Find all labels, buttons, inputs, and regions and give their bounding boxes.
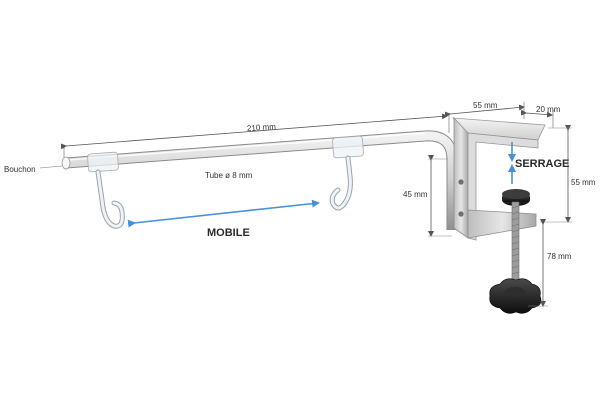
dimension-55mm-height	[540, 125, 572, 223]
end-cap	[39, 156, 71, 170]
star-knob	[489, 278, 542, 314]
rivet-icon	[458, 179, 464, 185]
height-left-label: 45 mm	[403, 190, 428, 199]
serrage-label: SERRAGE	[515, 158, 570, 170]
clamp	[452, 116, 546, 241]
hook-left	[87, 151, 125, 229]
clamp-width-label: 55 mm	[473, 101, 498, 110]
hook-right	[329, 135, 364, 211]
tube	[65, 130, 458, 230]
height-right-label: 55 mm	[571, 178, 596, 187]
mobile-label: MOBILE	[207, 227, 250, 239]
dimension-45mm	[428, 155, 452, 237]
screw-length-label: 78 mm	[547, 252, 572, 261]
clamp-screw	[489, 189, 542, 314]
clamp-depth-label: 20 mm	[536, 105, 561, 114]
tube-label: Tube ø 8 mm	[205, 171, 253, 180]
dimension-78mm	[528, 219, 548, 307]
rivet-icon	[458, 211, 464, 217]
bouchon-label: Bouchon	[4, 165, 36, 174]
mobile-arrow	[127, 199, 320, 228]
dimension-clamp-top	[444, 102, 554, 128]
